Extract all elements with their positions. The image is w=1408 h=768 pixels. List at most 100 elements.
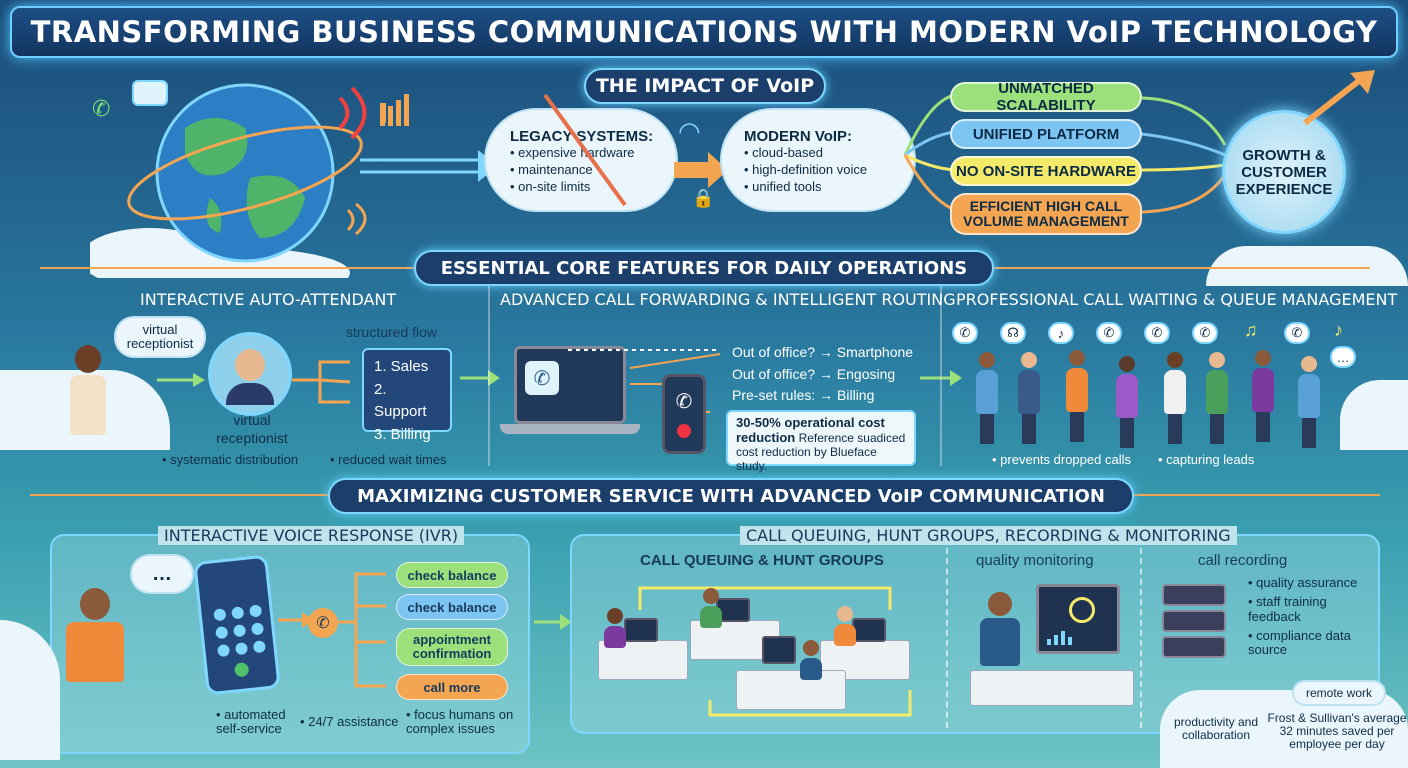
- monitoring-screen: [1036, 584, 1120, 654]
- customer-service-heading: MAXIMIZING CUSTOMER SERVICE WITH ADVANCE…: [328, 478, 1134, 514]
- cloud-decoration: [1340, 380, 1408, 450]
- chat-bubble-icon: …: [1330, 346, 1356, 368]
- music-bubble-icon: ♪: [1048, 322, 1074, 344]
- main-title-banner: TRANSFORMING BUSINESS COMMUNICATIONS WIT…: [10, 6, 1398, 58]
- monitor: [624, 618, 658, 642]
- quality-monitoring-title: quality monitoring: [976, 552, 1094, 569]
- man-with-headset: [66, 588, 124, 682]
- productivity-label: productivity and collaboration: [1173, 715, 1259, 743]
- signal-icon: [346, 202, 367, 236]
- routing-rule: Pre-set rules: → Billing: [732, 387, 875, 404]
- person-in-queue: [1298, 356, 1320, 448]
- benefit-pill-volume: EFFICIENT HIGH CALL VOLUME MANAGEMENT: [950, 193, 1142, 235]
- modern-voip-box: MODERN VoIP: cloud-based high-definition…: [744, 128, 909, 196]
- person-in-queue: [1164, 352, 1186, 444]
- note-self-service: • automated self-service: [216, 707, 286, 737]
- divider: [940, 286, 942, 466]
- benefit-pill-scalability: UNMATCHED SCALABILITY: [950, 80, 1142, 114]
- note-wait-times: • reduced wait times: [330, 452, 447, 467]
- structured-flow-label: structured flow: [346, 324, 438, 340]
- flow-arrows: [360, 150, 498, 182]
- agent: [700, 588, 722, 628]
- call-forwarding-title: ADVANCED CALL FORWARDING & INTELLIGENT R…: [500, 290, 956, 309]
- ivr-option-call-more: call more: [396, 674, 508, 700]
- queue-title: PROFESSIONAL CALL WAITING & QUEUE MANAGE…: [956, 290, 1398, 309]
- receptionist-caption: virtual receptionist: [216, 412, 288, 446]
- phone-icon: ✆: [308, 608, 338, 638]
- legacy-systems-box: LEGACY SYSTEMS: expensive hardware maint…: [510, 128, 670, 196]
- note-capturing-leads: • capturing leads: [1158, 452, 1255, 467]
- benefit-pill-unified: UNIFIED PLATFORM: [950, 119, 1142, 149]
- call-icon: [234, 662, 250, 678]
- list-item: high-definition voice: [744, 162, 909, 179]
- person-in-queue: [1206, 352, 1228, 444]
- woman-with-headset: [70, 345, 106, 435]
- divider: [1140, 548, 1142, 728]
- growth-arrow-icon: [1303, 70, 1375, 126]
- legacy-list: expensive hardware maintenance on-site l…: [510, 145, 670, 196]
- monitor: [762, 636, 796, 664]
- divider: [946, 548, 948, 728]
- chat-icon: [132, 80, 168, 106]
- flow-arrows: [292, 360, 351, 404]
- music-note-icon: ♪: [1334, 320, 1343, 340]
- remote-work-label: remote work: [1294, 682, 1384, 704]
- speech-bubble-icon: …: [132, 556, 192, 592]
- desk: [970, 670, 1134, 706]
- person-in-queue: [1018, 352, 1040, 444]
- phone-icon: ✆: [675, 391, 693, 413]
- phone-menu-box: 1. Sales 2. Support 3. Billing: [362, 348, 452, 443]
- monitor: [852, 618, 886, 642]
- menu-item-support: 2. Support: [374, 380, 427, 421]
- routing-rule: Out of office? → Smartphone: [732, 344, 914, 360]
- impact-heading: THE IMPACT OF VoIP: [584, 68, 826, 104]
- list-item: unified tools: [744, 179, 909, 196]
- list-item: cloud-based: [744, 145, 909, 162]
- hunt-group-loop: [638, 586, 912, 717]
- bar-chart-icon: [380, 94, 409, 126]
- recording-list: • quality assurance • staff training fee…: [1248, 575, 1358, 658]
- wifi-icon: ◠: [678, 116, 701, 146]
- growth-outcome-circle: GROWTH & CUSTOMER EXPERIENCE: [1222, 110, 1346, 234]
- frost-sullivan-stat: Frost & Sullivan's average 32 minutes sa…: [1267, 711, 1407, 752]
- server-stack-icon: [1162, 584, 1226, 664]
- phone-icon: ✆: [92, 96, 111, 121]
- ivr-option-check-balance-2: check balance: [396, 594, 508, 620]
- main-title: TRANSFORMING BUSINESS COMMUNICATIONS WIT…: [30, 15, 1378, 49]
- auto-attendant-title: INTERACTIVE AUTO-ATTENDANT: [140, 290, 397, 309]
- smartphone-illustration: ✆: [662, 374, 706, 454]
- modern-title: MODERN VoIP:: [744, 128, 853, 145]
- note-focus-humans: • focus humans on complex issues: [406, 707, 514, 737]
- phone-bubble-icon: ✆: [1192, 322, 1218, 344]
- lock-icon: 🔒: [692, 188, 715, 208]
- ivr-branch-arrows: [338, 572, 386, 688]
- arrow: [534, 614, 572, 630]
- receptionist-avatar: [208, 332, 292, 416]
- ivr-title: INTERACTIVE VOICE RESPONSE (IVR): [158, 526, 465, 545]
- person-in-queue: [1116, 356, 1138, 448]
- queuing-title: CALL QUEUING, HUNT GROUPS, RECORDING & M…: [740, 526, 1237, 545]
- ivr-option-appointment: appointment confirmation: [396, 628, 508, 666]
- person-in-queue: [1066, 350, 1088, 442]
- arrow: [460, 370, 500, 386]
- ivr-phone-illustration: [193, 554, 281, 696]
- cost-stat: 30-50% operational cost reduction: [736, 415, 885, 445]
- strike-line: [543, 93, 627, 207]
- agent: [834, 606, 856, 646]
- end-call-icon: [677, 424, 691, 438]
- ivr-option-check-balance: check balance: [396, 562, 508, 588]
- menu-item-sales: 1. Sales: [374, 358, 429, 375]
- desk: [736, 670, 846, 710]
- legacy-title: LEGACY SYSTEMS:: [510, 128, 654, 145]
- phone-bubble-icon: ✆: [1284, 322, 1310, 344]
- laptop-base: [500, 424, 640, 434]
- note-systematic: • systematic distribution: [162, 452, 299, 467]
- cost-reference: Reference suadiced cost reduction by Blu…: [736, 430, 906, 473]
- laptop-illustration: ✆: [514, 346, 626, 424]
- virtual-receptionist-bubble: virtual receptionist: [116, 318, 204, 356]
- supervisor: [980, 592, 1020, 666]
- routing-rule: Out of office? → Engosing: [732, 365, 896, 382]
- music-note-icon: ♫: [1244, 320, 1258, 340]
- menu-item-billing: 3. Billing: [374, 425, 431, 443]
- divider: [488, 286, 490, 466]
